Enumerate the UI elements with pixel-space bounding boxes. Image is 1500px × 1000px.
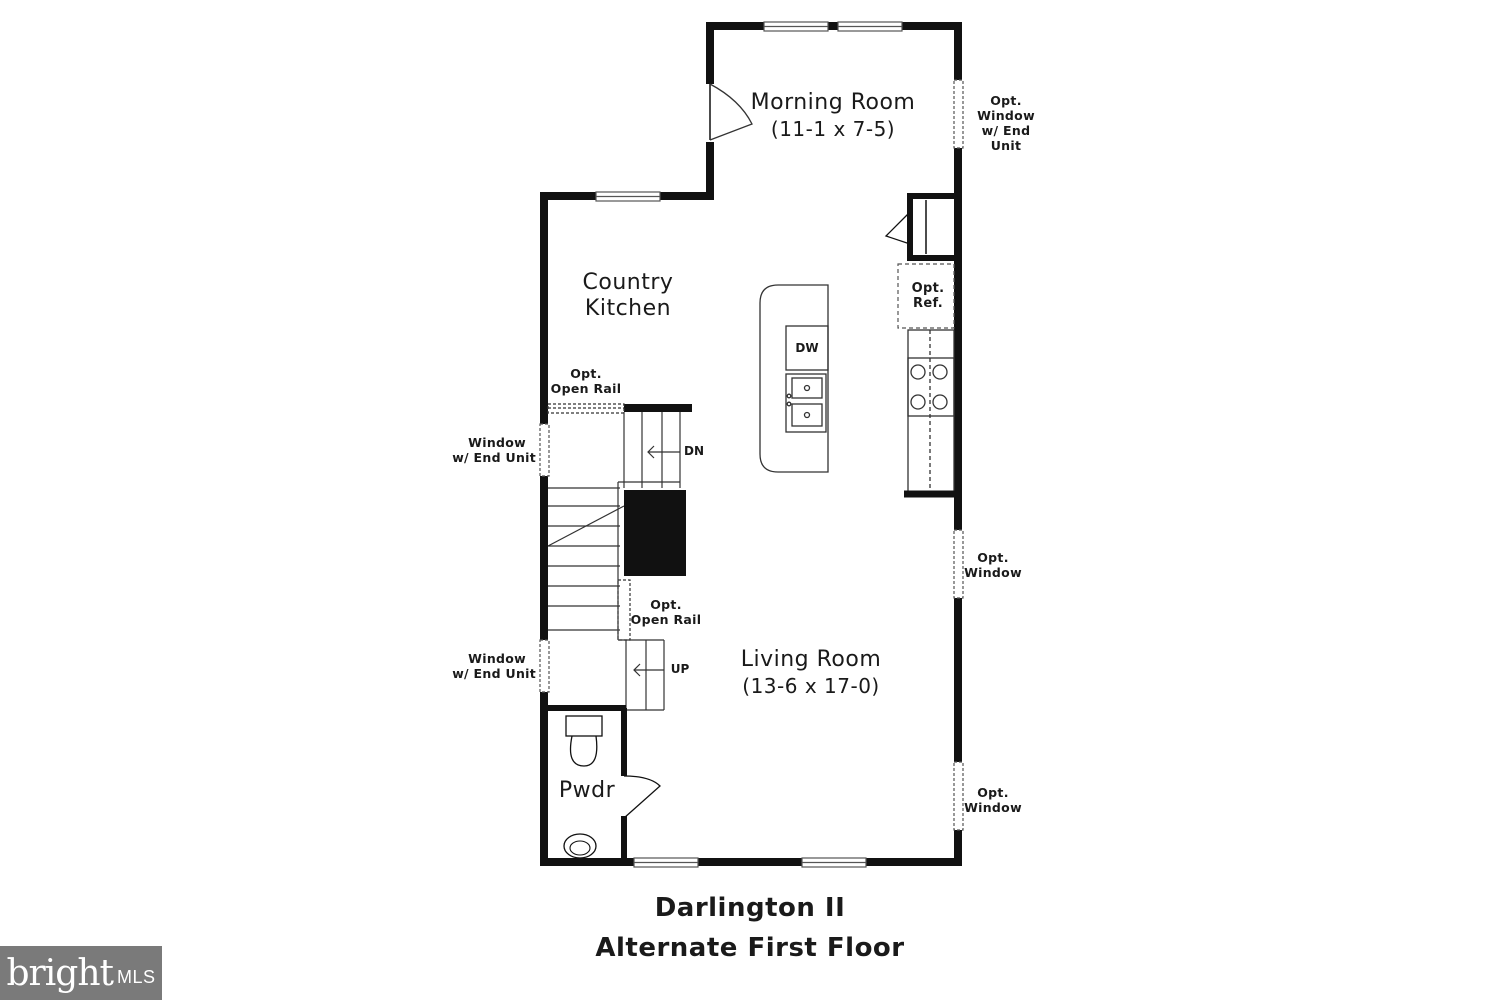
country-kitchen-line2: Kitchen xyxy=(584,296,672,321)
opt-window-lower-note: Opt. Window xyxy=(962,785,1024,815)
logo-suffix: MLS xyxy=(116,966,156,987)
opt-window-upper-line2: Window xyxy=(964,565,1022,580)
opt-window-lower-line1: Opt. xyxy=(977,785,1009,800)
logo-brand: bright xyxy=(6,952,114,994)
open-rail-top-line2: Open Rail xyxy=(550,381,622,396)
refrigerator-label: Opt. Ref. xyxy=(898,281,958,311)
open-rail-top-note: Opt. Open Rail xyxy=(548,366,624,396)
powder-room-label: Pwdr xyxy=(558,778,616,803)
refrigerator-space xyxy=(897,263,955,329)
living-room-name: Living Room xyxy=(740,647,882,672)
windows xyxy=(595,21,903,868)
living-room-label: Living Room (13-6 x 17-0) xyxy=(700,647,922,699)
morning-room-label: Morning Room (11-1 x 7-5) xyxy=(720,90,946,142)
window-end-unit-bottom-line1: Window xyxy=(468,651,526,666)
morning-window-note-line2: Window xyxy=(977,108,1035,123)
refrigerator-line2: Ref. xyxy=(913,296,943,311)
exterior-walls xyxy=(540,22,962,866)
country-kitchen-line1: Country xyxy=(582,270,674,295)
stairs-down-label: DN xyxy=(683,444,704,458)
optional-windows xyxy=(539,79,964,831)
window-end-unit-top-note: Window w/ End Unit xyxy=(444,435,536,465)
kitchen-counter xyxy=(907,329,955,493)
plan-name: Darlington II xyxy=(654,893,846,923)
stair-core-block xyxy=(624,490,686,576)
morning-window-note-line3: w/ End Unit xyxy=(981,123,1031,153)
opt-window-lower-line2: Window xyxy=(964,800,1022,815)
powder-room xyxy=(563,708,661,862)
bright-mls-logo: bright MLS xyxy=(0,946,162,1000)
window-end-unit-bottom-note: Window w/ End Unit xyxy=(444,651,536,681)
refrigerator-line1: Opt. xyxy=(911,281,945,296)
plan-floor: Alternate First Floor xyxy=(595,933,905,963)
window-end-unit-bottom-line2: w/ End Unit xyxy=(452,666,536,681)
opt-window-upper-note: Opt. Window xyxy=(962,550,1024,580)
open-rail-top-line1: Opt. xyxy=(570,366,602,381)
staircase xyxy=(547,403,692,711)
morning-room-dimensions: (11-1 x 7-5) xyxy=(770,117,896,141)
opt-window-upper-line1: Opt. xyxy=(977,550,1009,565)
morning-window-note-line1: Opt. xyxy=(990,93,1022,108)
window-end-unit-top-line2: w/ End Unit xyxy=(452,450,536,465)
morning-window-note: Opt. Window w/ End Unit xyxy=(966,93,1046,153)
stairs-up-label: UP xyxy=(670,662,690,676)
plan-title: Darlington II Alternate First Floor xyxy=(450,888,1050,968)
morning-room-door xyxy=(705,83,753,142)
open-rail-mid-note: Opt. Open Rail xyxy=(628,597,704,627)
kitchen-island xyxy=(759,284,829,473)
open-rail-mid-line2: Open Rail xyxy=(630,612,702,627)
open-rail-mid-line1: Opt. xyxy=(650,597,682,612)
living-room-dimensions: (13-6 x 17-0) xyxy=(742,674,880,698)
dishwasher-label: DW xyxy=(795,341,819,355)
morning-room-name: Morning Room xyxy=(750,90,916,115)
country-kitchen-label: Country Kitchen xyxy=(560,270,696,322)
pantry-closet xyxy=(884,193,958,261)
window-end-unit-top-line1: Window xyxy=(468,435,526,450)
